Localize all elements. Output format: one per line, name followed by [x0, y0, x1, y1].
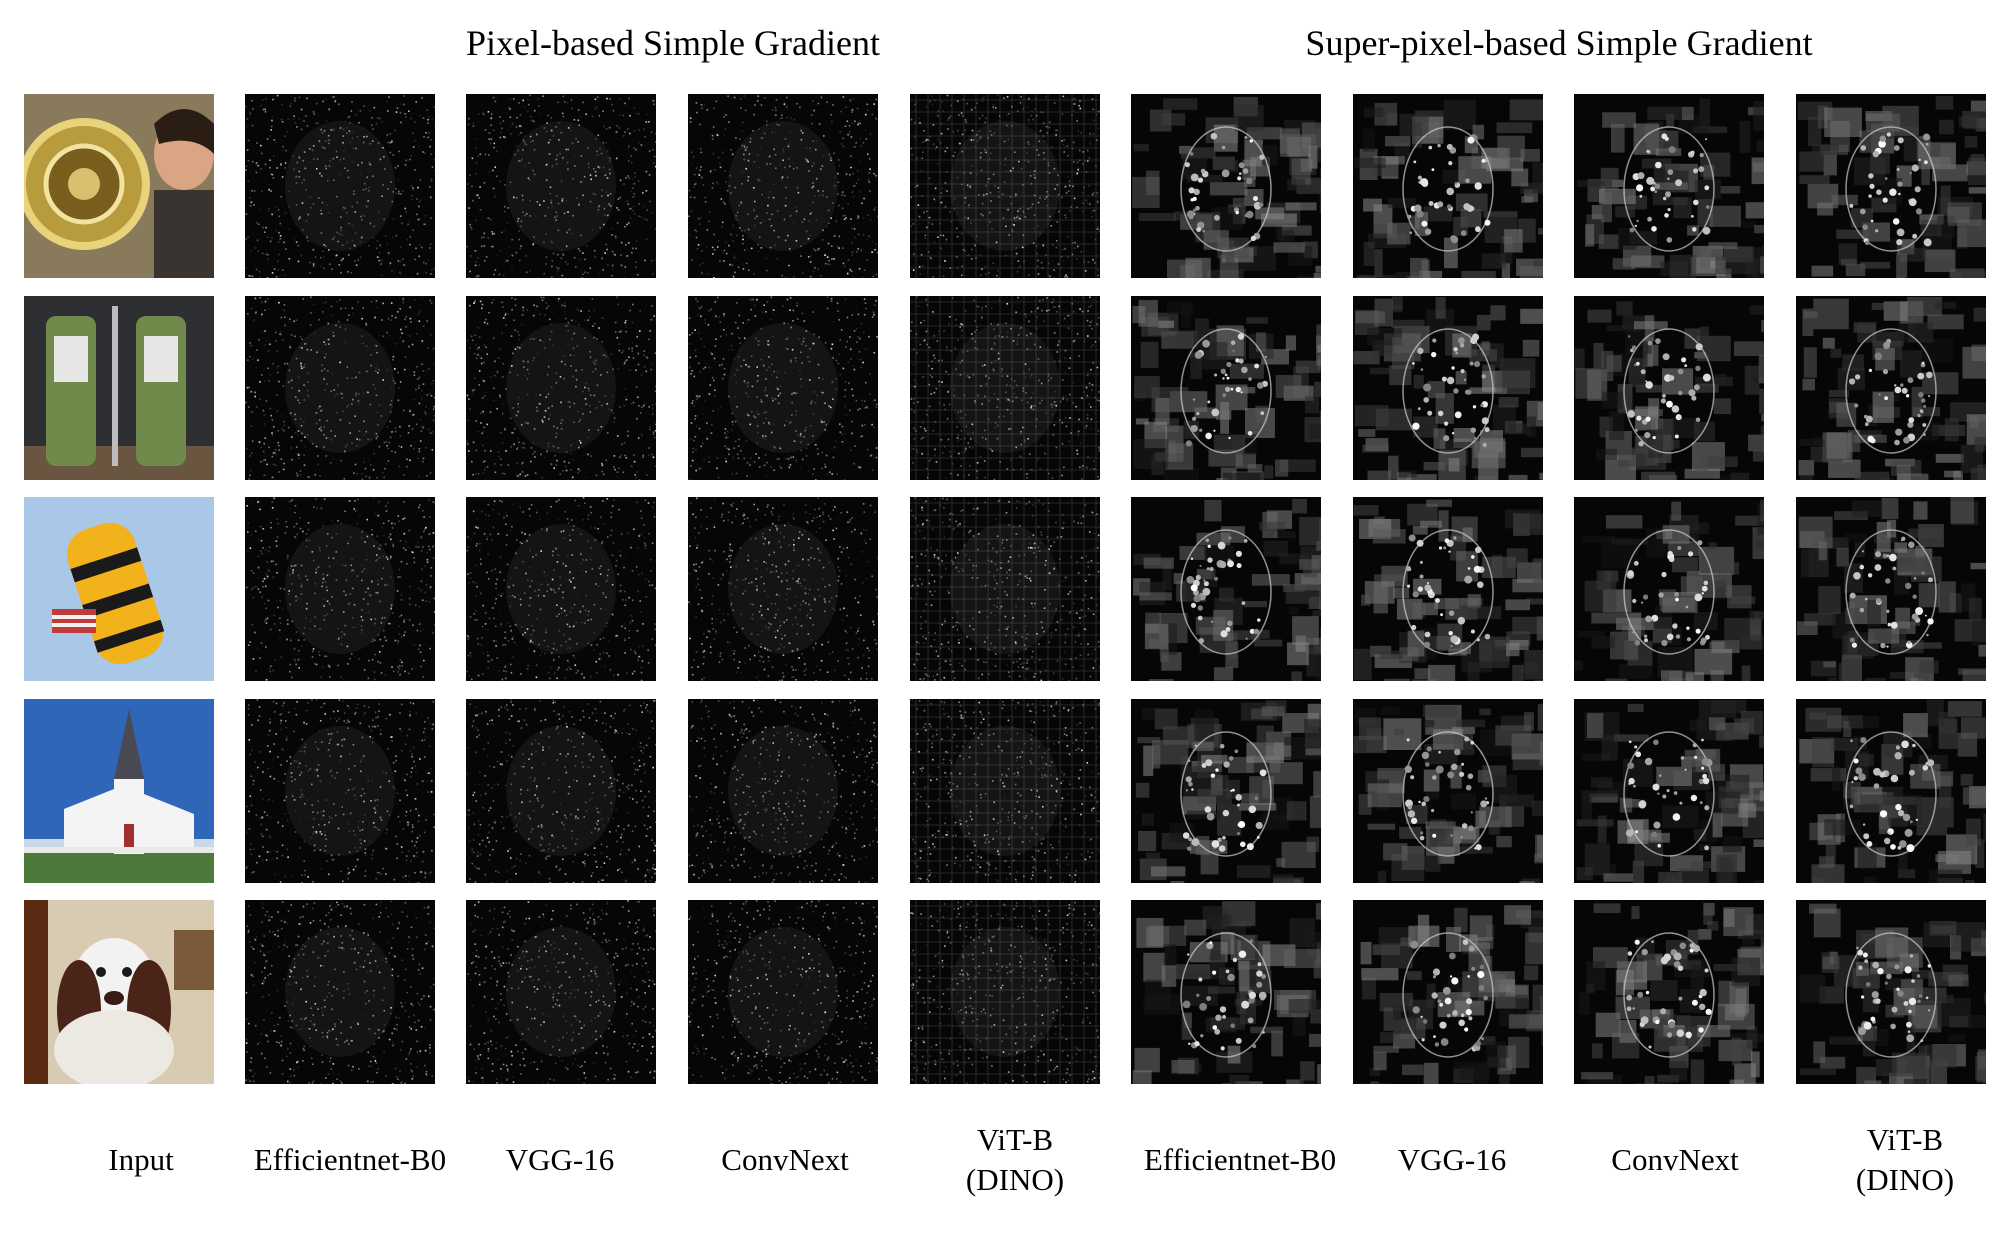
superpixel-saliency-map-church [1796, 699, 1986, 883]
superpixel-saliency-map-church [1353, 699, 1543, 883]
superpixel-saliency-map-church [1131, 699, 1321, 883]
input-image-spaniel-dog [24, 900, 214, 1084]
superpixel-saliency-map-spaniel-dog [1796, 900, 1986, 1084]
superpixel-saliency-map-parachute [1574, 497, 1764, 681]
superpixel-saliency-map-gas-pumps [1353, 296, 1543, 480]
pixel-saliency-map-parachute [688, 497, 878, 681]
column-label: Input [108, 1142, 174, 1177]
pixel-saliency-map-gas-pumps [245, 296, 435, 480]
pixel-saliency-map-spaniel-dog [466, 900, 656, 1084]
superpixel-saliency-map-french-horn [1574, 94, 1764, 278]
column-label: ViT-B (DINO) [1855, 1122, 1955, 1197]
input-image-french-horn [24, 94, 214, 278]
pixel-saliency-map-spaniel-dog [910, 900, 1100, 1084]
pixel-saliency-map-parachute [466, 497, 656, 681]
superpixel-saliency-map-french-horn [1131, 94, 1321, 278]
column-label: ConvNext [721, 1142, 849, 1177]
superpixel-saliency-map-spaniel-dog [1131, 900, 1321, 1084]
column-label: VGG-16 [1397, 1142, 1507, 1177]
superpixel-saliency-map-gas-pumps [1574, 296, 1764, 480]
pixel-saliency-map-french-horn [688, 94, 878, 278]
pixel-saliency-map-church [466, 699, 656, 883]
superpixel-saliency-map-parachute [1796, 497, 1986, 681]
superpixel-saliency-map-french-horn [1353, 94, 1543, 278]
superpixel-saliency-map-spaniel-dog [1353, 900, 1543, 1084]
column-label: ConvNext [1611, 1142, 1739, 1177]
superpixel-saliency-map-parachute [1131, 497, 1321, 681]
superpixel-saliency-map-gas-pumps [1796, 296, 1986, 480]
pixel-saliency-map-parachute [910, 497, 1100, 681]
pixel-saliency-map-gas-pumps [466, 296, 656, 480]
column-label: Efficientnet-B0 [253, 1142, 447, 1177]
pixel-saliency-map-french-horn [910, 94, 1100, 278]
superpixel-saliency-map-gas-pumps [1131, 296, 1321, 480]
pixel-saliency-map-spaniel-dog [688, 900, 878, 1084]
input-image-parachute [24, 497, 214, 681]
pixel-saliency-map-church [688, 699, 878, 883]
superpixel-saliency-map-spaniel-dog [1574, 900, 1764, 1084]
pixel-saliency-map-gas-pumps [910, 296, 1100, 480]
pixel-saliency-map-church [910, 699, 1100, 883]
superpixel-saliency-map-french-horn [1796, 94, 1986, 278]
input-image-gas-pumps [24, 296, 214, 480]
input-image-church [24, 699, 214, 883]
pixel-saliency-map-french-horn [466, 94, 656, 278]
column-label: VGG-16 [505, 1142, 615, 1177]
pixel-saliency-map-spaniel-dog [245, 900, 435, 1084]
column-label: ViT-B (DINO) [965, 1122, 1065, 1197]
superpixel-saliency-map-church [1574, 699, 1764, 883]
superpixel-group-title: Super-pixel-based Simple Gradient [1305, 23, 1813, 63]
pixel-saliency-map-french-horn [245, 94, 435, 278]
pixel-saliency-map-parachute [245, 497, 435, 681]
column-label: Efficientnet-B0 [1143, 1142, 1337, 1177]
pixel-saliency-map-gas-pumps [688, 296, 878, 480]
pixel-saliency-map-church [245, 699, 435, 883]
superpixel-saliency-map-parachute [1353, 497, 1543, 681]
pixel-group-title: Pixel-based Simple Gradient [466, 23, 880, 63]
